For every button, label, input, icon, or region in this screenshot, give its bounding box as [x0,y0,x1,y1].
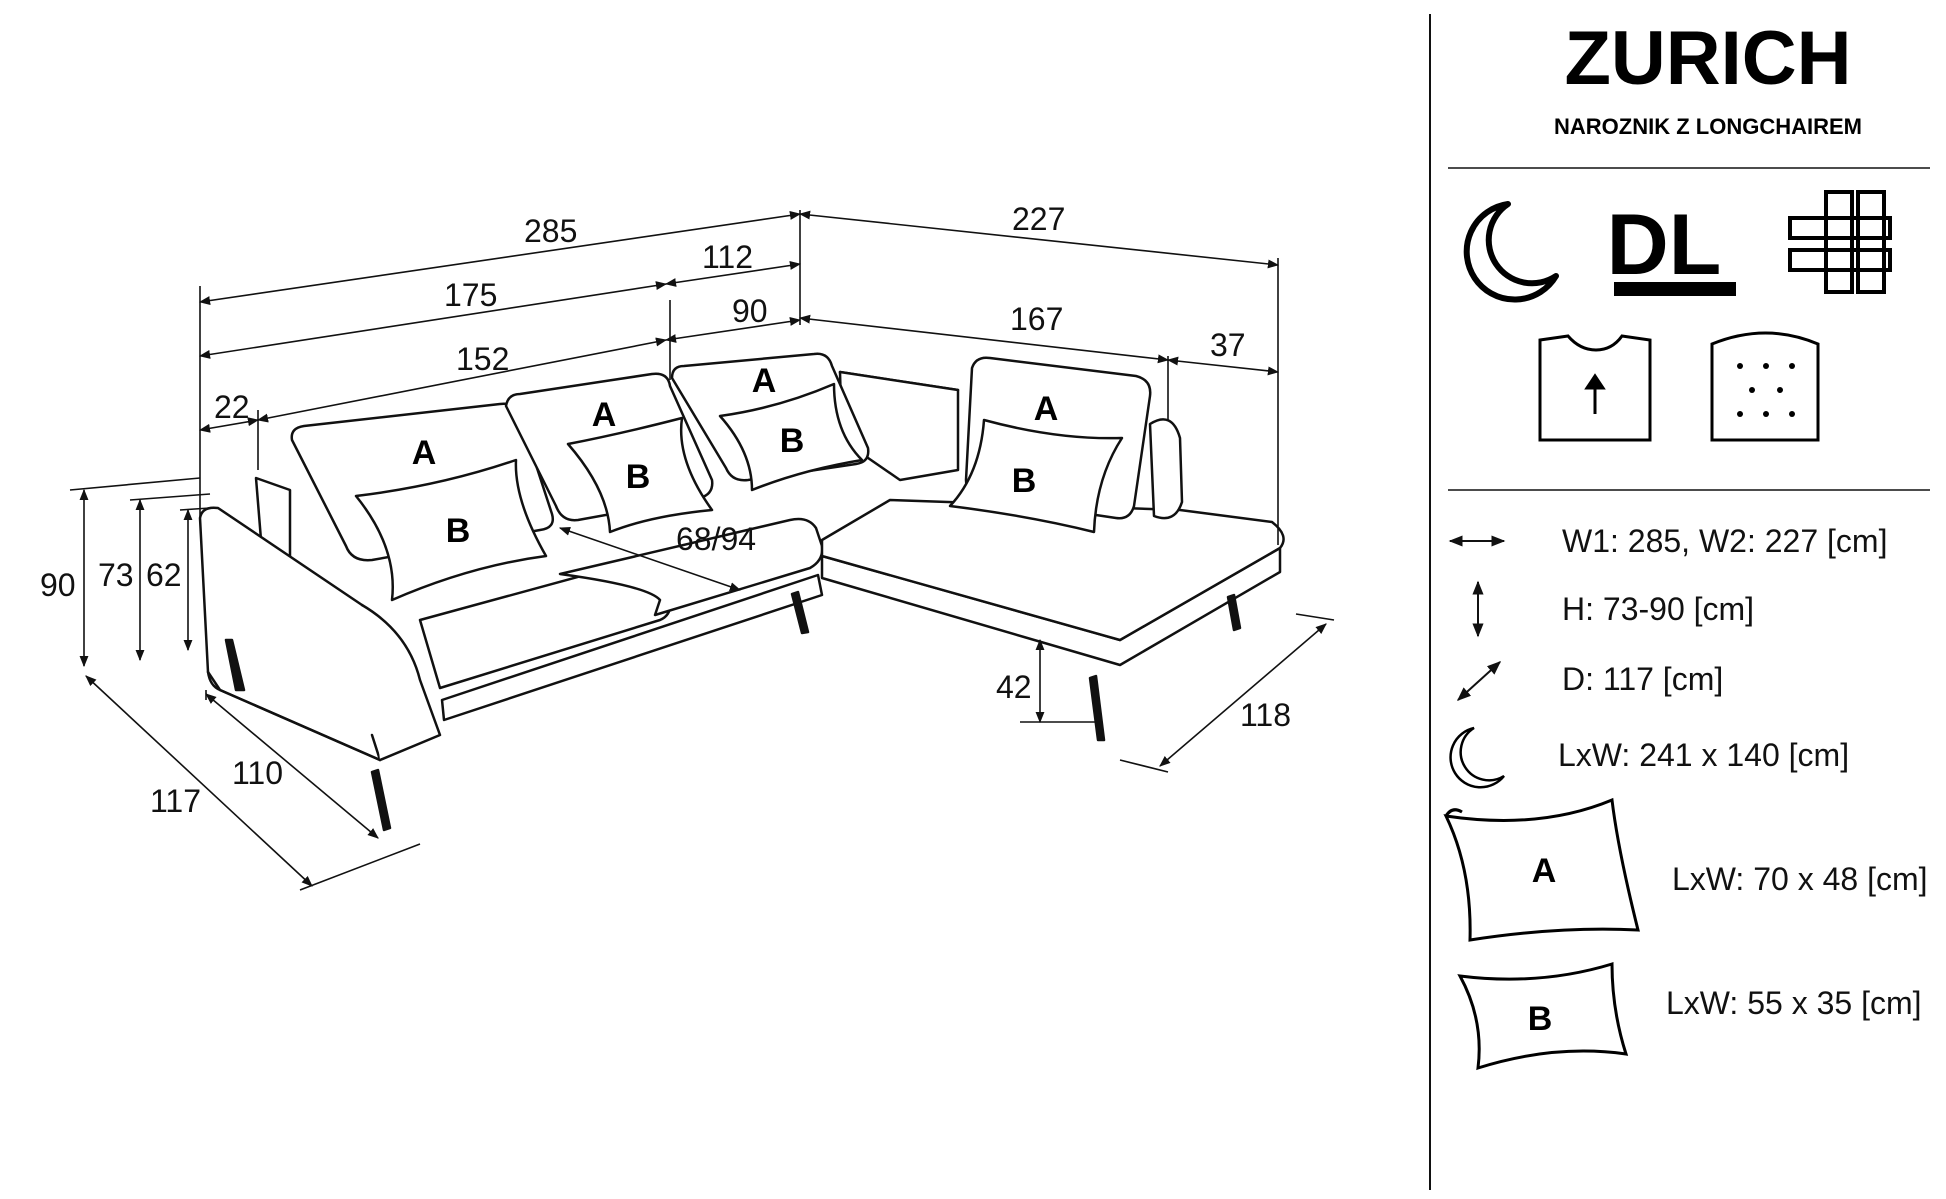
leg [370,768,392,832]
pillow-b-letter: B [1528,1000,1553,1038]
pillow-b-icon: B [1457,961,1629,1071]
leg [1088,674,1106,742]
left-armrest-inner [360,603,442,762]
dim-110: 110 [232,755,283,791]
dim-227: 227 [1012,201,1065,237]
moon-icon [1463,201,1559,303]
dim-118: 118 [1240,697,1291,733]
cushion-label-a: A [1034,390,1059,428]
spec-pillow-b: LxW: 55 x 35 [cm] [1666,985,1922,1021]
dimension-lines [69,210,1335,891]
dl-icon: DL [1607,197,1736,296]
left-seat-platform [440,573,824,722]
leg [1226,593,1242,632]
longchair-bolster [1148,418,1184,520]
dim-42: 42 [996,669,1032,705]
dim-175: 175 [444,277,497,313]
dim-90-height: 90 [40,567,76,603]
hatch-frame-icon [1788,190,1892,294]
dim-90-corner: 90 [732,293,768,329]
dim-62: 62 [146,557,182,593]
svg-text:DL: DL [1607,197,1722,293]
pillow-label-b: B [1012,462,1037,500]
bedding-container-icon [1538,334,1652,442]
spec-width: W1: 285, W2: 227 [cm] [1562,523,1887,559]
spec-depth: D: 117 [cm] [1562,661,1723,697]
leg [790,590,810,635]
dim-73: 73 [98,557,134,593]
cushion-label-a: A [752,362,777,400]
dim-152: 152 [456,341,509,377]
dim-167: 167 [1010,301,1063,337]
sleep-area-moon-icon [1449,726,1505,789]
depth-arrow-icon [1456,661,1502,701]
dim-285: 285 [524,213,577,249]
pillow-label-b: B [446,512,471,550]
pillow-label-b: B [626,458,651,496]
product-subtitle: NAROZNIK Z LONGCHAIREM [1554,114,1862,139]
pocket-spring-icon [1710,331,1820,442]
product-name: ZURICH [1564,16,1851,101]
info-panel: ZURICH NAROZNIK Z LONGCHAIREM DL [1429,14,1930,1190]
throw-pillow [718,382,864,492]
dim-37: 37 [1210,327,1246,363]
cushion-label-a: A [592,396,617,434]
dim-117: 117 [150,783,201,819]
spec-sleep-area: LxW: 241 x 140 [cm] [1558,737,1849,773]
dim-112: 112 [702,239,753,275]
throw-pillow [948,418,1124,534]
spec-pillow-a: LxW: 70 x 48 [cm] [1672,861,1928,897]
pillow-a-letter: A [1532,852,1557,890]
throw-pillow [354,458,548,602]
throw-pillow [566,416,714,534]
spec-height: H: 73-90 [cm] [1562,591,1754,627]
dim-22: 22 [214,389,250,425]
dimension-labels: 285 227 175 112 152 90 167 37 22 90 73 6… [40,201,1291,819]
cushion-label-a: A [412,434,437,472]
pillow-a-icon: A [1443,797,1640,942]
dim-68-94: 68/94 [676,521,756,557]
pillow-label-b: B [780,422,805,460]
sofa-illustration [198,352,1285,832]
